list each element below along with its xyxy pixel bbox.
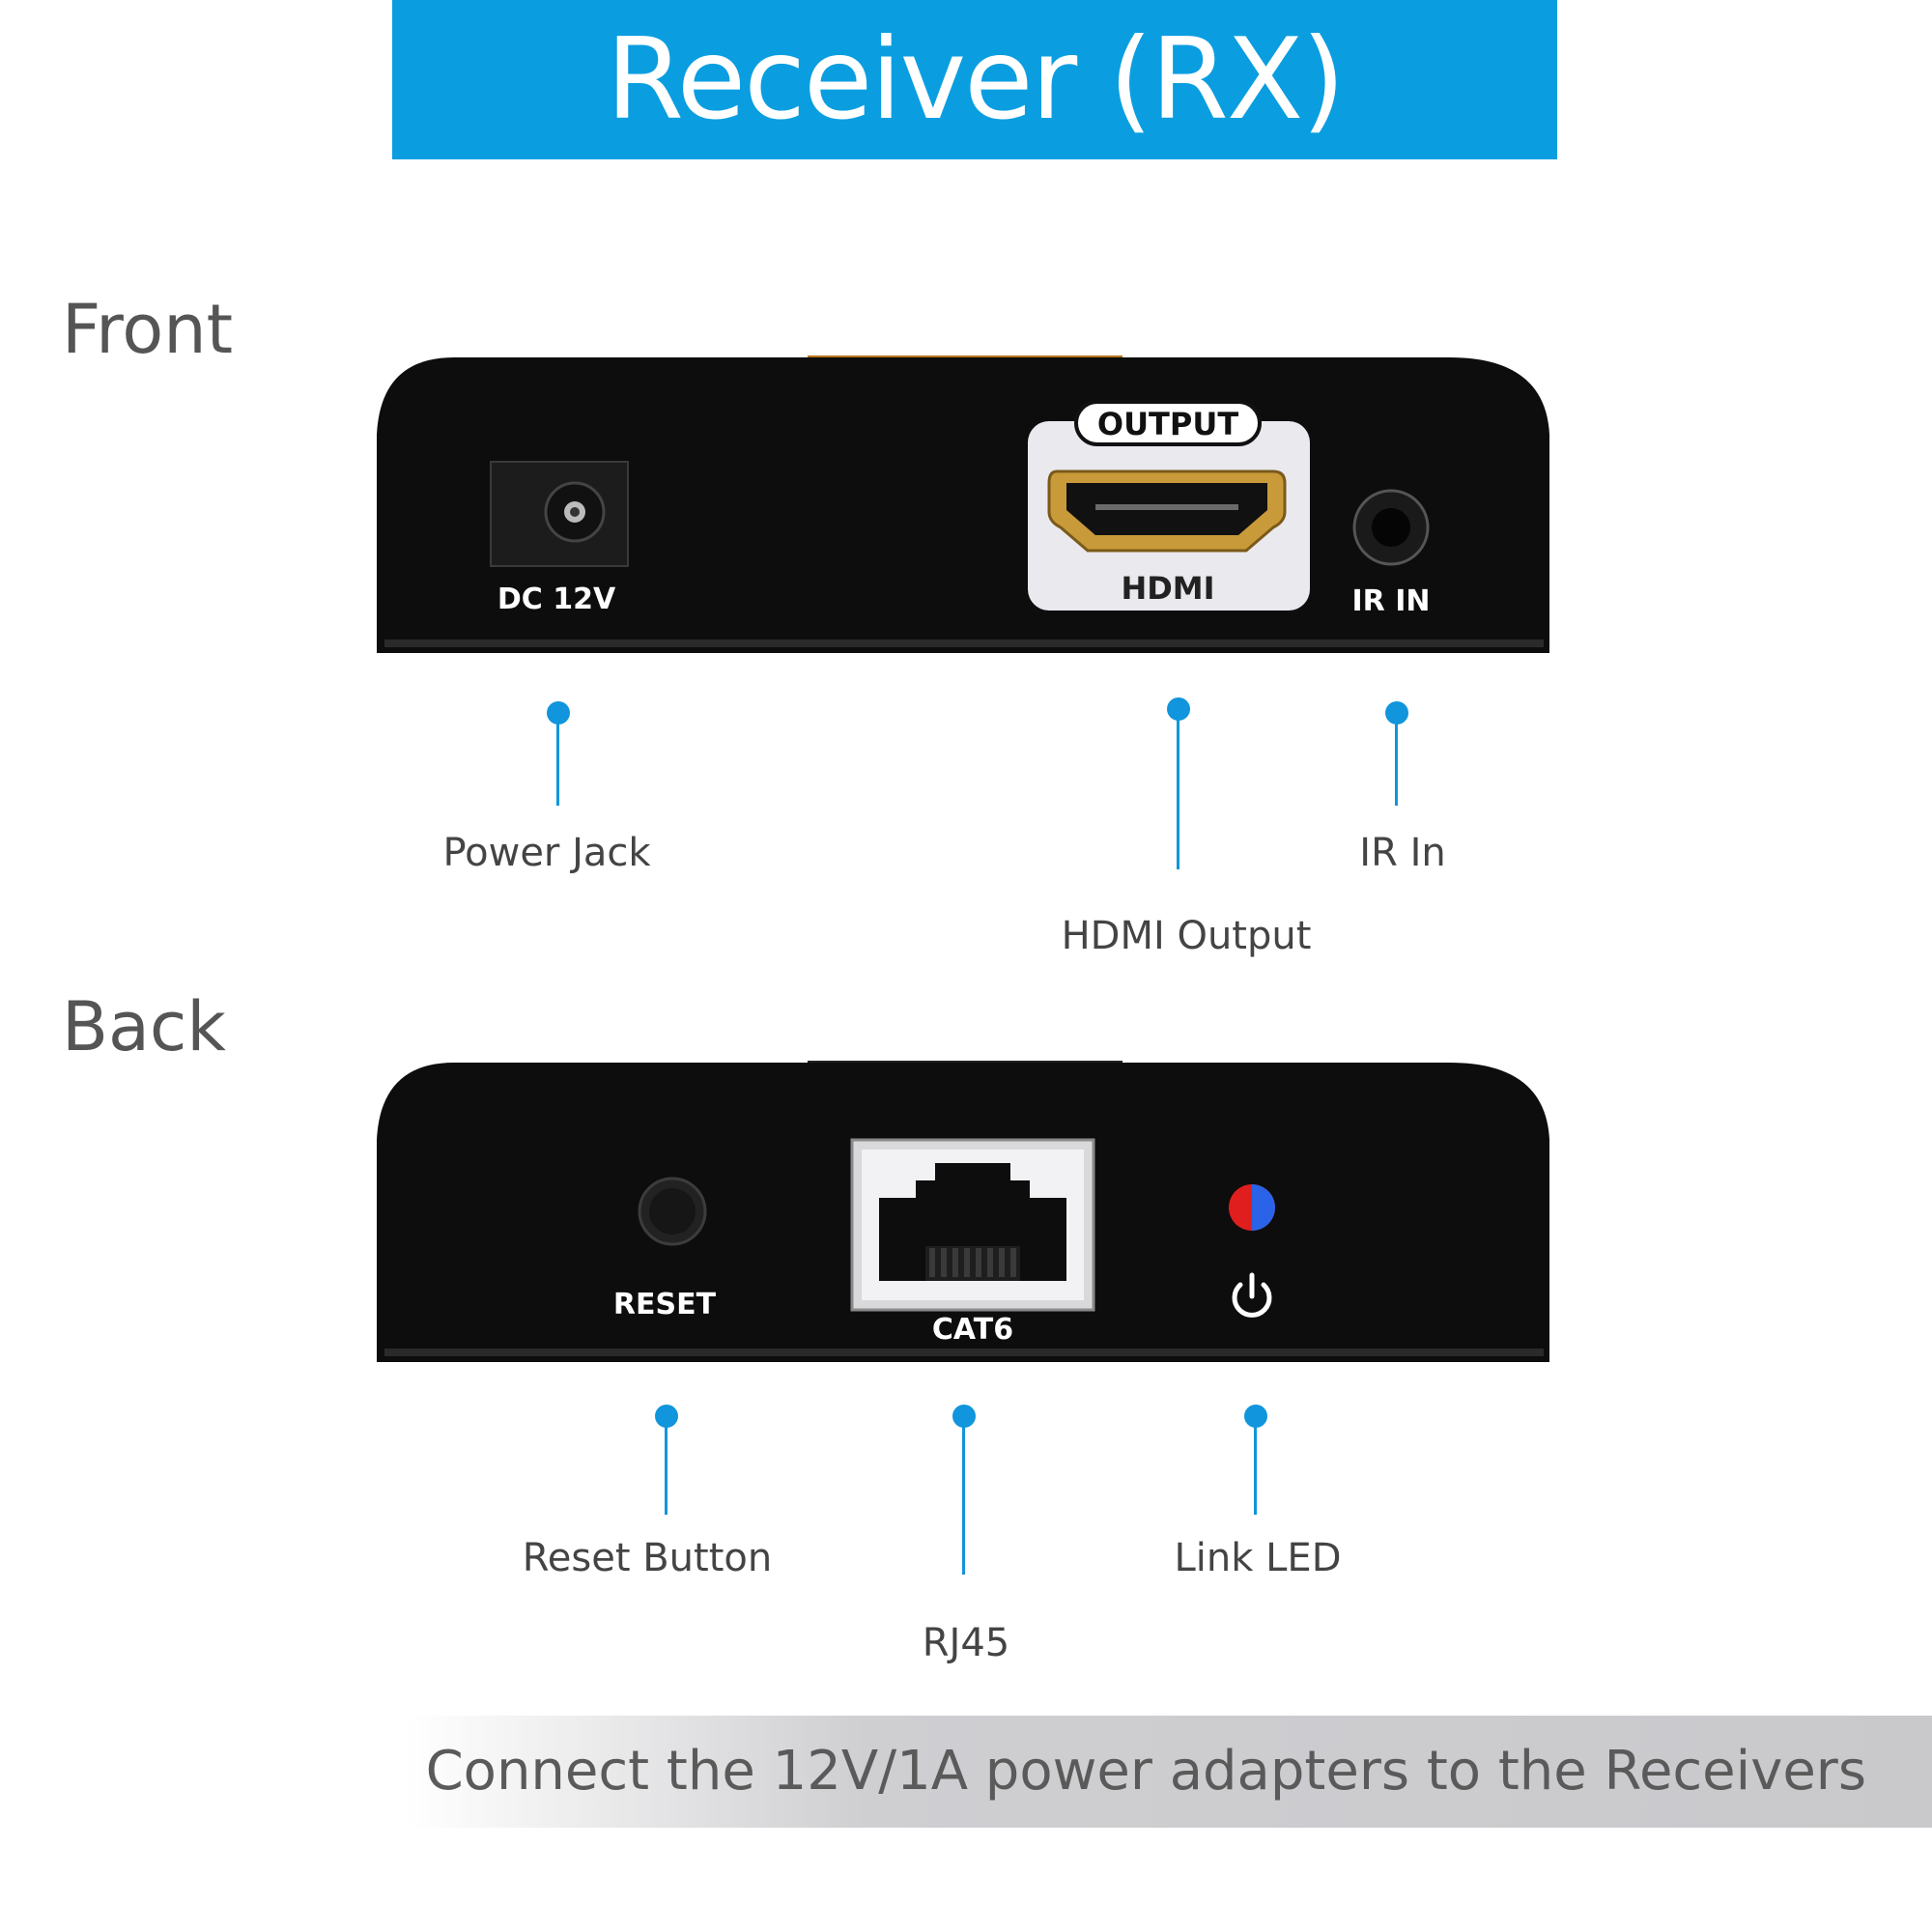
link-led-label: Link LED xyxy=(1174,1536,1342,1580)
rj45-port xyxy=(850,1138,1095,1312)
footer-note: Connect the 12V/1A power adapters to the… xyxy=(425,1740,1866,1803)
ir-in-port xyxy=(1352,489,1430,566)
reset-button-label: Reset Button xyxy=(522,1536,773,1580)
dc-port-label: DC 12V xyxy=(497,582,616,616)
power-jack-label: Power Jack xyxy=(442,831,651,875)
ir-in-label: IR In xyxy=(1359,831,1446,875)
reset-button-callout-line xyxy=(665,1420,668,1515)
ir-in-callout-line xyxy=(1395,717,1398,806)
front-section-label: Front xyxy=(62,290,234,369)
rj45-label: CAT6 xyxy=(932,1313,1013,1347)
hdmi-top-label: OUTPUT xyxy=(1097,406,1238,442)
hdmi-output-port xyxy=(1028,400,1310,611)
reset-label: RESET xyxy=(613,1288,717,1321)
hdmi-output-label: HDMI Output xyxy=(1061,914,1312,958)
ir-port-label: IR IN xyxy=(1352,584,1431,618)
back-section-label: Back xyxy=(62,987,226,1066)
footer-bar xyxy=(406,1716,1932,1828)
hdmi-label: HDMI xyxy=(1121,570,1214,607)
link-led-callout-line xyxy=(1254,1420,1257,1515)
power-jack-port xyxy=(490,461,629,567)
power-jack-callout-line xyxy=(556,717,559,806)
rj45-callout-line xyxy=(962,1420,965,1575)
power-icon xyxy=(1232,1272,1272,1318)
hdmi-output-callout-line xyxy=(1177,713,1179,869)
page-title: Receiver (RX) xyxy=(392,0,1557,159)
link-led xyxy=(1229,1184,1275,1231)
rj45-callout-label: RJ45 xyxy=(922,1621,1010,1665)
reset-button xyxy=(638,1177,707,1246)
